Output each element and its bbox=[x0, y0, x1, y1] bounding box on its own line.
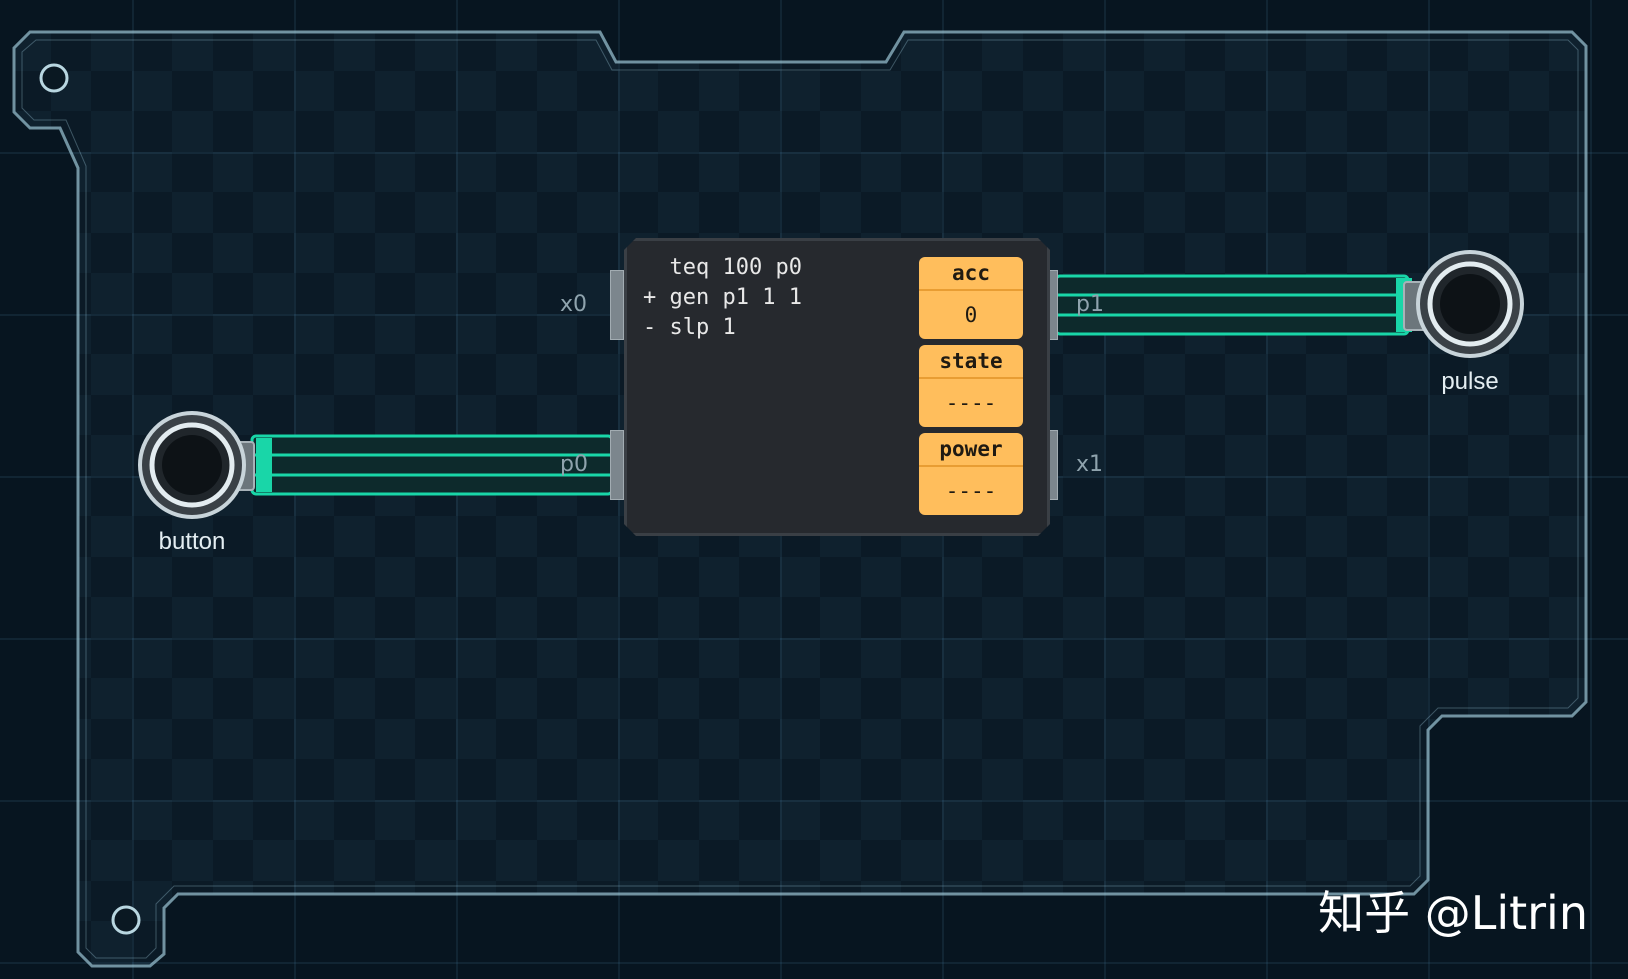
register-value: 0 bbox=[964, 303, 978, 327]
microcontroller-chip[interactable]: teq 100 p0 + gen p1 1 1 - slp 1 acc 0 st… bbox=[624, 238, 1050, 536]
pulse-node bbox=[1403, 250, 1524, 358]
button-label: button bbox=[158, 528, 226, 555]
code-editor[interactable]: teq 100 p0 + gen p1 1 1 - slp 1 bbox=[643, 253, 802, 343]
register-name: acc bbox=[919, 257, 1023, 291]
port-label-p0: p0 bbox=[560, 452, 588, 477]
register-name: state bbox=[919, 345, 1023, 379]
pin-x0[interactable] bbox=[610, 270, 624, 340]
register-power: power ---- bbox=[919, 433, 1023, 515]
pulse-label: pulse bbox=[1441, 368, 1499, 395]
wire-button-p0 bbox=[250, 434, 614, 496]
port-label-p1: p1 bbox=[1076, 292, 1104, 317]
register-acc: acc 0 bbox=[919, 257, 1023, 339]
port-label-x0: x0 bbox=[560, 292, 588, 317]
mounting-hole-bottom-left bbox=[111, 905, 141, 935]
code-line: - slp 1 bbox=[643, 315, 736, 340]
board-inner-outline bbox=[21, 39, 1579, 959]
mounting-hole-top-left bbox=[39, 63, 69, 93]
code-line: + gen p1 1 1 bbox=[643, 285, 802, 310]
wire-p1-pulse bbox=[1054, 274, 1412, 336]
register-value: ---- bbox=[945, 479, 997, 503]
code-line: teq 100 p0 bbox=[643, 255, 802, 280]
register-state: state ---- bbox=[919, 345, 1023, 427]
register-name: power bbox=[919, 433, 1023, 467]
register-value: ---- bbox=[945, 391, 997, 415]
pin-p0[interactable] bbox=[610, 430, 624, 500]
watermark: 知乎 @Litrin bbox=[1318, 886, 1588, 940]
port-label-x1: x1 bbox=[1076, 452, 1104, 477]
button-node[interactable] bbox=[138, 411, 255, 519]
